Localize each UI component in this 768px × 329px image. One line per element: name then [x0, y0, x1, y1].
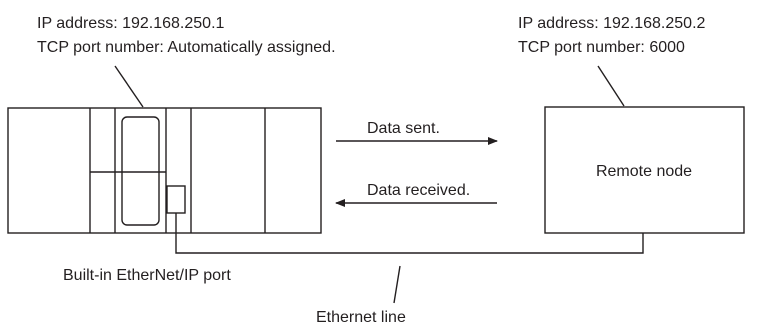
data-received-arrow: Data received.	[335, 182, 497, 207]
plc-cpu-panel	[121, 116, 160, 226]
remote-node: Remote node	[544, 106, 745, 234]
data-sent-arrow: Data sent.	[336, 120, 498, 145]
ethernet-cable	[175, 213, 644, 254]
data-sent-label: Data sent.	[367, 120, 440, 137]
ethernet-line-label: Ethernet line	[316, 309, 406, 326]
plc-controller	[7, 107, 322, 234]
remote-node-box	[544, 106, 745, 234]
remote-ip-label: IP address: 192.168.250.2	[518, 15, 706, 32]
remote-leader-line	[597, 65, 625, 107]
remote-node-label: Remote node	[596, 163, 692, 180]
builtin-port-label: Built-in EtherNet/IP port	[63, 267, 231, 284]
data-received-label: Data received.	[367, 182, 470, 199]
ethernet-port-icon	[166, 185, 186, 214]
plc-rack-outline	[7, 107, 322, 234]
plc-leader-line	[114, 65, 144, 108]
plc-port-label: TCP port number: Automatically assigned.	[37, 39, 336, 56]
remote-port-label: TCP port number: 6000	[518, 39, 685, 56]
plc-ip-label: IP address: 192.168.250.1	[37, 15, 225, 32]
ethernet-line-leader	[393, 265, 401, 304]
